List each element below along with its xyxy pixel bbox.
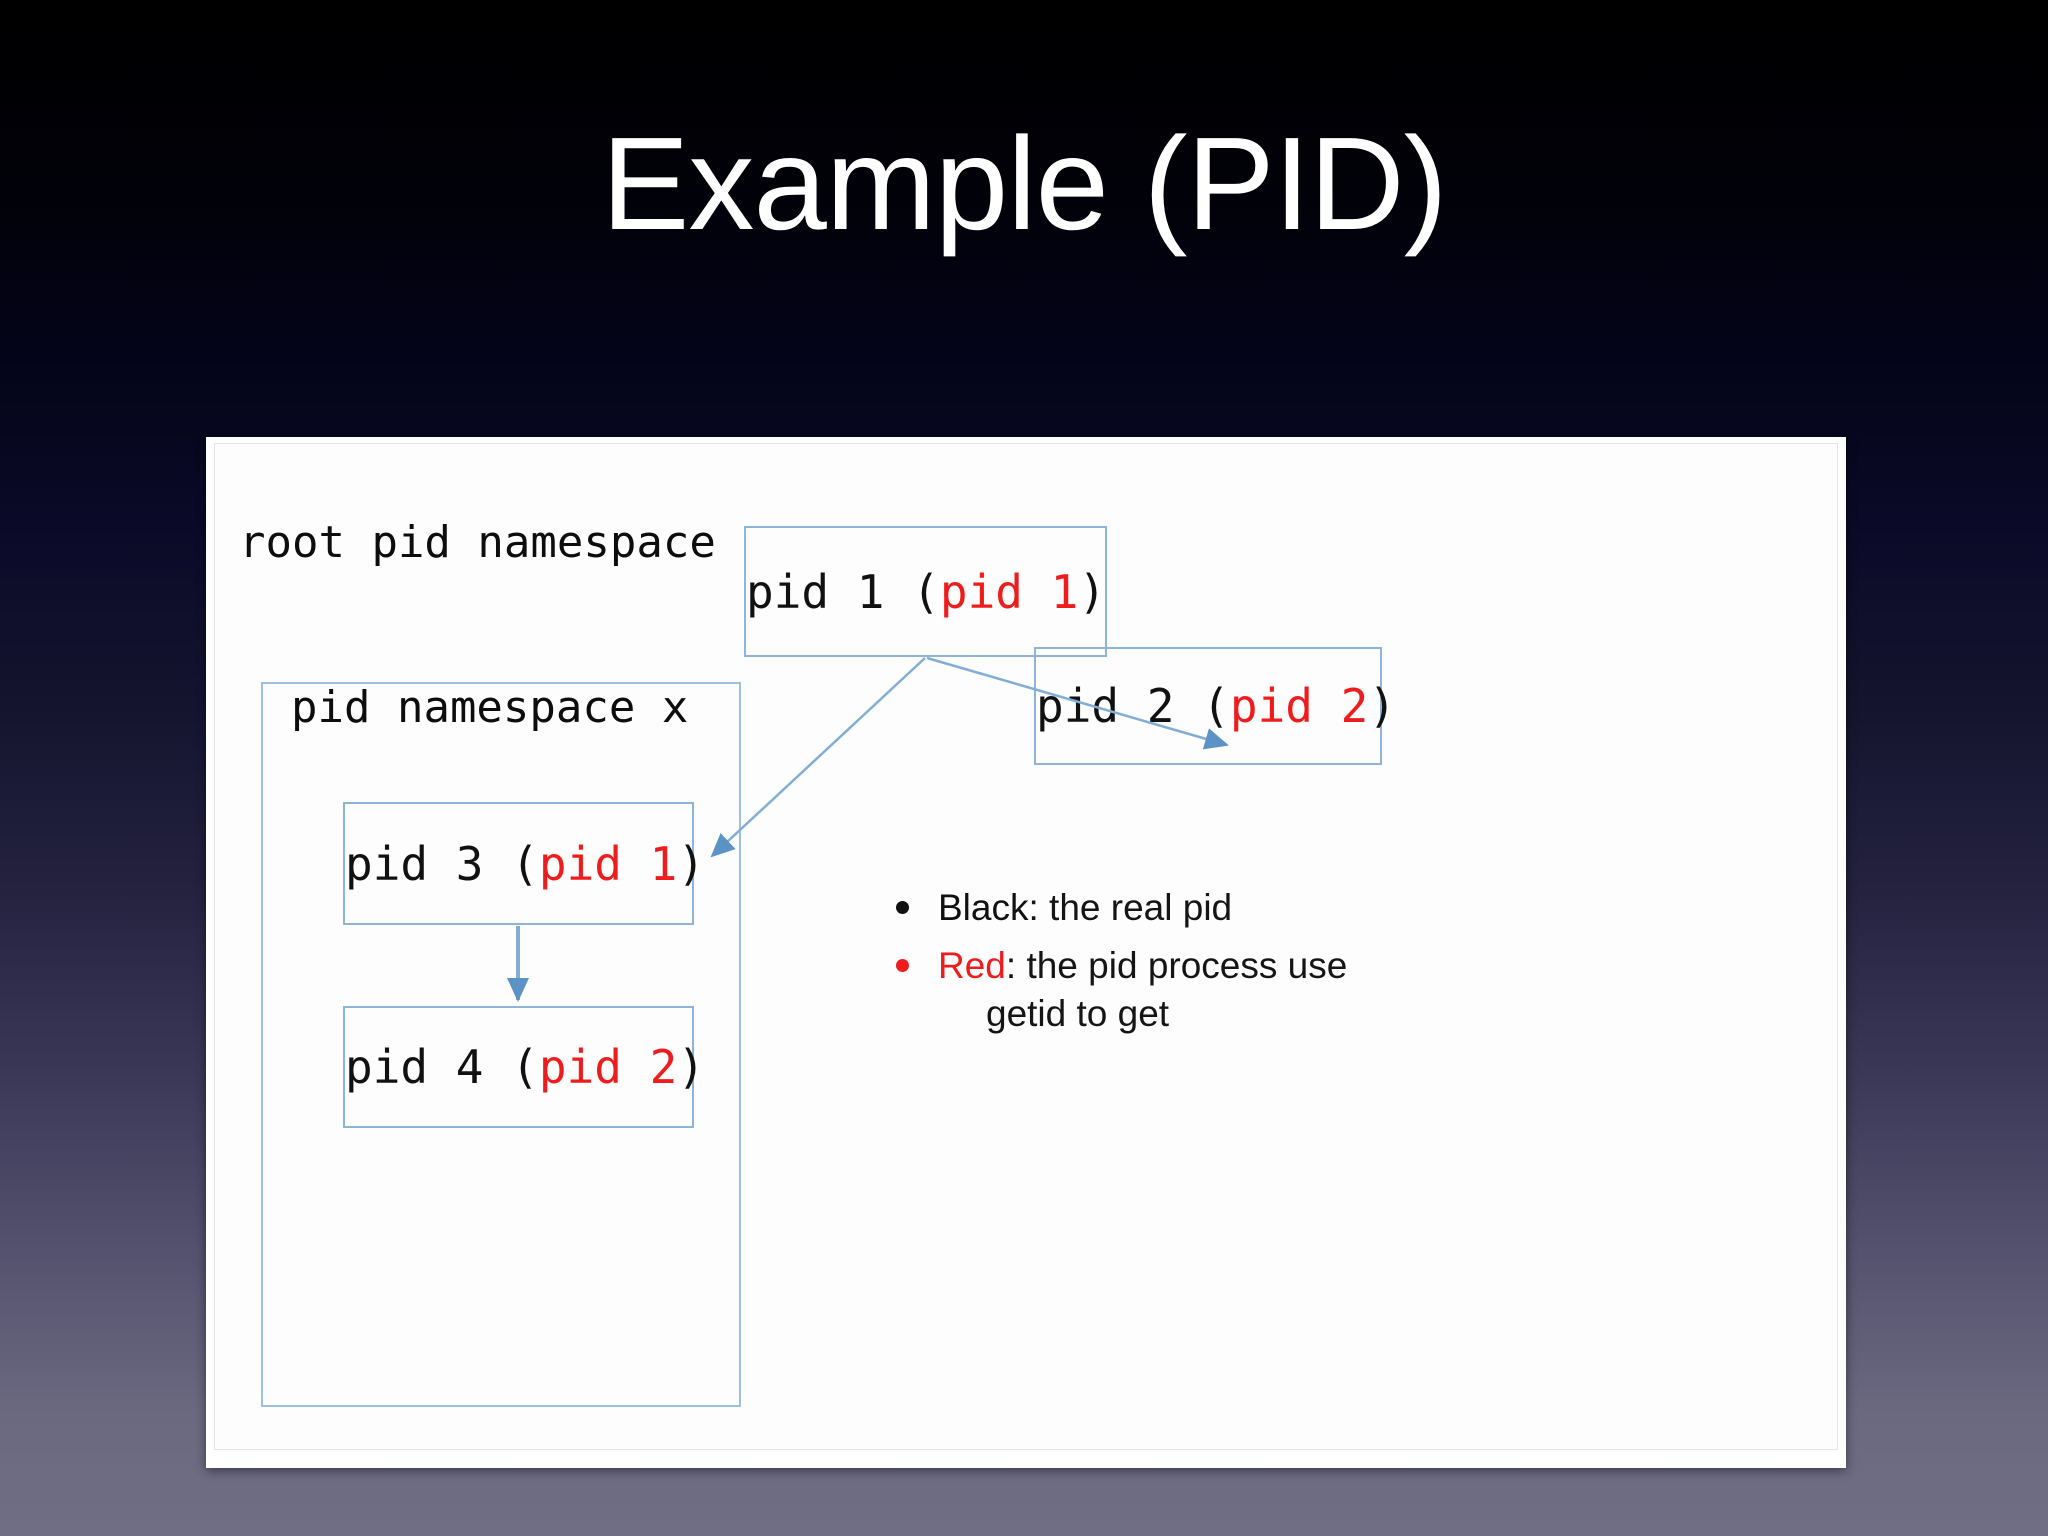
pid-box-pid-2[interactable]: pid 2 (pid 2)	[1034, 647, 1396, 765]
pid-1-open-paren: (	[884, 564, 940, 619]
legend: Black: the real pid Red: the pid process…	[890, 884, 1430, 1048]
pid-2-virtual: pid 2	[1229, 679, 1369, 733]
bullet-black-icon	[896, 901, 909, 914]
pid-2-close-paren: )	[1368, 679, 1397, 733]
pid-3-real: pid 3	[345, 836, 484, 891]
pid-box-pid-1[interactable]: pid 1 (pid 1)	[744, 526, 1107, 657]
pid-3-close-paren: )	[677, 836, 706, 891]
pid-4-real: pid 4	[345, 1040, 484, 1094]
arrow-pid1-to-pid3	[710, 657, 926, 858]
legend-red-text: : the pid process use	[1005, 945, 1348, 987]
pid-4-virtual: pid 2	[538, 1040, 678, 1094]
pid-2-open-paren: (	[1174, 679, 1230, 733]
pid-3-open-paren: (	[483, 836, 539, 891]
pid-4-open-paren: (	[483, 1040, 539, 1094]
pid-box-pid-4-text: pid 4 (pid 2)	[345, 1040, 705, 1094]
pid-1-close-paren: )	[1078, 564, 1107, 619]
legend-red-key: Red	[938, 945, 1006, 987]
legend-red-text-cont: getid to get	[986, 992, 1170, 1034]
pid-box-pid-4[interactable]: pid 4 (pid 2)	[343, 1006, 705, 1128]
pid-box-pid-3-text: pid 3 (pid 1)	[345, 836, 705, 891]
diagram-panel-inner: root pid namespace pid 1 (pid 1) pid nam…	[214, 443, 1838, 1450]
pid-1-real: pid 1	[746, 564, 885, 619]
legend-black-key: Black	[938, 887, 1029, 928]
legend-black-text: : the real pid	[1028, 887, 1233, 928]
pid-namespace-diagram: root pid namespace pid 1 (pid 1) pid nam…	[215, 444, 1855, 1475]
root-namespace-label: root pid namespace	[239, 517, 716, 568]
pid-1-virtual: pid 1	[939, 564, 1079, 619]
pid-3-virtual: pid 1	[538, 836, 678, 891]
pid-box-pid-3[interactable]: pid 3 (pid 1)	[343, 802, 705, 925]
bullet-red-icon	[896, 959, 909, 973]
child-namespace-box[interactable]	[261, 682, 741, 1407]
legend-item-black: Black: the real pid	[890, 884, 1430, 931]
pid-2-real: pid 2	[1036, 679, 1175, 733]
pid-box-pid-1-text: pid 1 (pid 1)	[746, 564, 1107, 619]
pid-box-pid-2-text: pid 2 (pid 2)	[1036, 679, 1396, 733]
pid-4-close-paren: )	[677, 1040, 706, 1094]
legend-item-red: Red: the pid process use getid to get	[890, 942, 1430, 1037]
diagram-panel: root pid namespace pid 1 (pid 1) pid nam…	[206, 437, 1846, 1468]
child-namespace-label: pid namespace x	[291, 682, 689, 733]
page-title: Example (PID)	[601, 110, 1447, 257]
